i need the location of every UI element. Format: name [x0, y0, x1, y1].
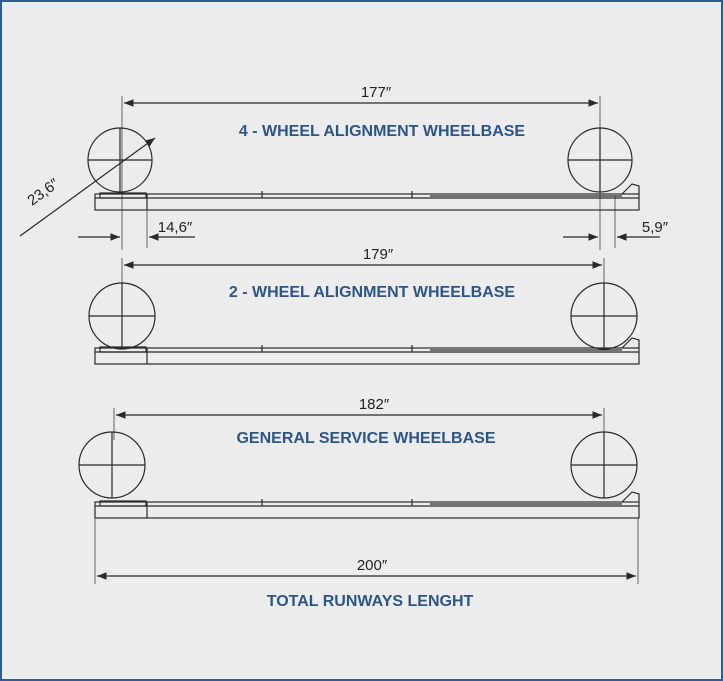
section-heading: 2 - WHEEL ALIGNMENT WHEELBASE	[229, 284, 516, 301]
section-4-wheel: 177″ 4 - WHEEL ALIGNMENT WHEELBASE 23,6″	[19, 84, 669, 250]
runway	[94, 491, 640, 519]
tire-diameter-line	[19, 137, 156, 237]
front-offset-value: 14,6″	[158, 219, 193, 236]
rear-wheel	[567, 127, 633, 193]
section-heading: GENERAL SERVICE WHEELBASE	[236, 430, 495, 447]
total-length-heading: TOTAL RUNWAYS LENGHT	[267, 593, 474, 610]
wheelbase-value: 179″	[363, 246, 394, 263]
rear-wheel	[570, 431, 638, 499]
wheelbase-value: 177″	[361, 84, 392, 101]
front-wheel	[78, 431, 146, 499]
section-total-length: 200″ TOTAL RUNWAYS LENGHT	[94, 518, 639, 610]
total-length-value: 200″	[357, 557, 388, 574]
section-2-wheel: 179″ 2 - WHEEL ALIGNMENT WHEELBASE	[88, 246, 640, 365]
front-wheel	[87, 127, 153, 193]
section-heading: 4 - WHEEL ALIGNMENT WHEELBASE	[239, 123, 526, 140]
front-wheel	[88, 282, 156, 350]
runway	[94, 183, 640, 211]
wheelbase-value: 182″	[359, 396, 390, 413]
section-general-service: 182″ GENERAL SERVICE WHEELBASE	[78, 396, 640, 519]
rear-wheel	[570, 282, 638, 350]
runway	[94, 337, 640, 365]
tire-diameter-value: 23,6″	[24, 175, 62, 209]
rear-offset-value: 5,9″	[642, 219, 669, 236]
